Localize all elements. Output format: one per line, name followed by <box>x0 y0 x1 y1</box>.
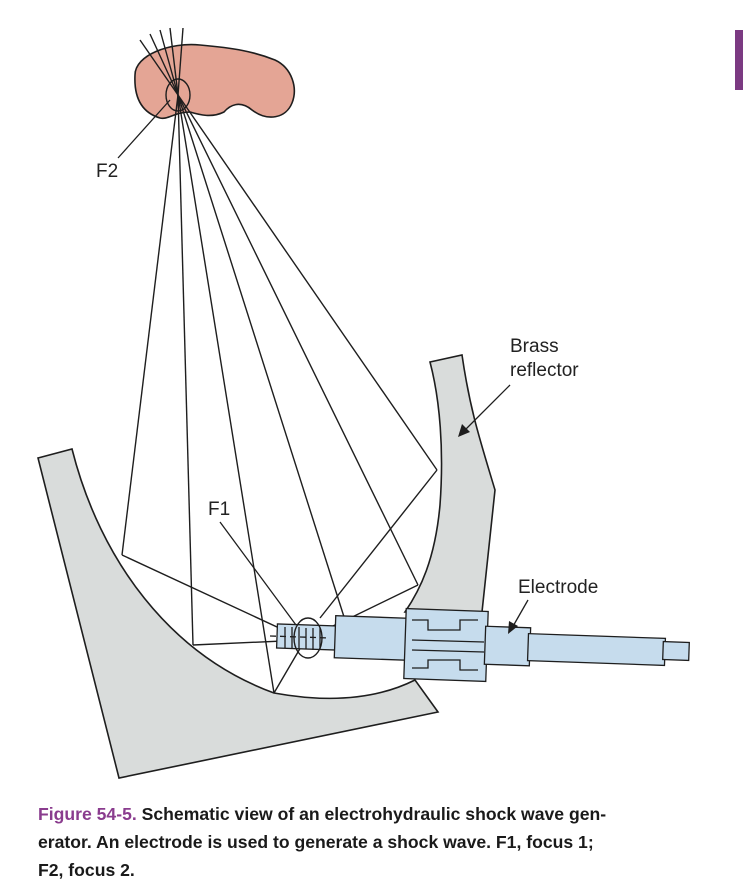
caption-figure-label: Figure 54-5. <box>38 804 137 824</box>
leader-brass-reflector <box>461 384 511 434</box>
electrode <box>269 607 690 683</box>
caption-line-3: F2, focus 2. <box>38 860 135 880</box>
kidney <box>134 43 296 120</box>
brass-reflector-right <box>403 354 496 613</box>
focus-1-marker <box>293 617 323 659</box>
focus-2-marker <box>165 78 191 112</box>
leader-f1 <box>219 521 297 626</box>
label-f2: F2 <box>96 161 118 182</box>
leader-electrode <box>511 599 529 629</box>
label-electrode: Electrode <box>518 577 598 598</box>
page-edge-marker <box>735 30 743 90</box>
figure-caption: Figure 54-5. Schematic view of an electr… <box>38 800 728 884</box>
caption-line-2: erator. An electrode is used to generate… <box>38 832 594 852</box>
label-brass-line2: reflector <box>510 360 579 381</box>
label-f1: F1 <box>208 499 230 520</box>
shock-wave-rays <box>121 27 438 694</box>
label-brass-line1: Brass <box>510 336 559 357</box>
caption-line-1: Schematic view of an electrohydraulic sh… <box>141 804 607 824</box>
arrowhead-electrode <box>508 621 518 634</box>
arrowhead-brass-reflector <box>458 424 470 437</box>
shock-wave-diagram: F2 F1 Brass reflector Electrode <box>37 27 690 779</box>
brass-reflector-left <box>37 448 440 779</box>
leader-f2 <box>117 99 171 159</box>
